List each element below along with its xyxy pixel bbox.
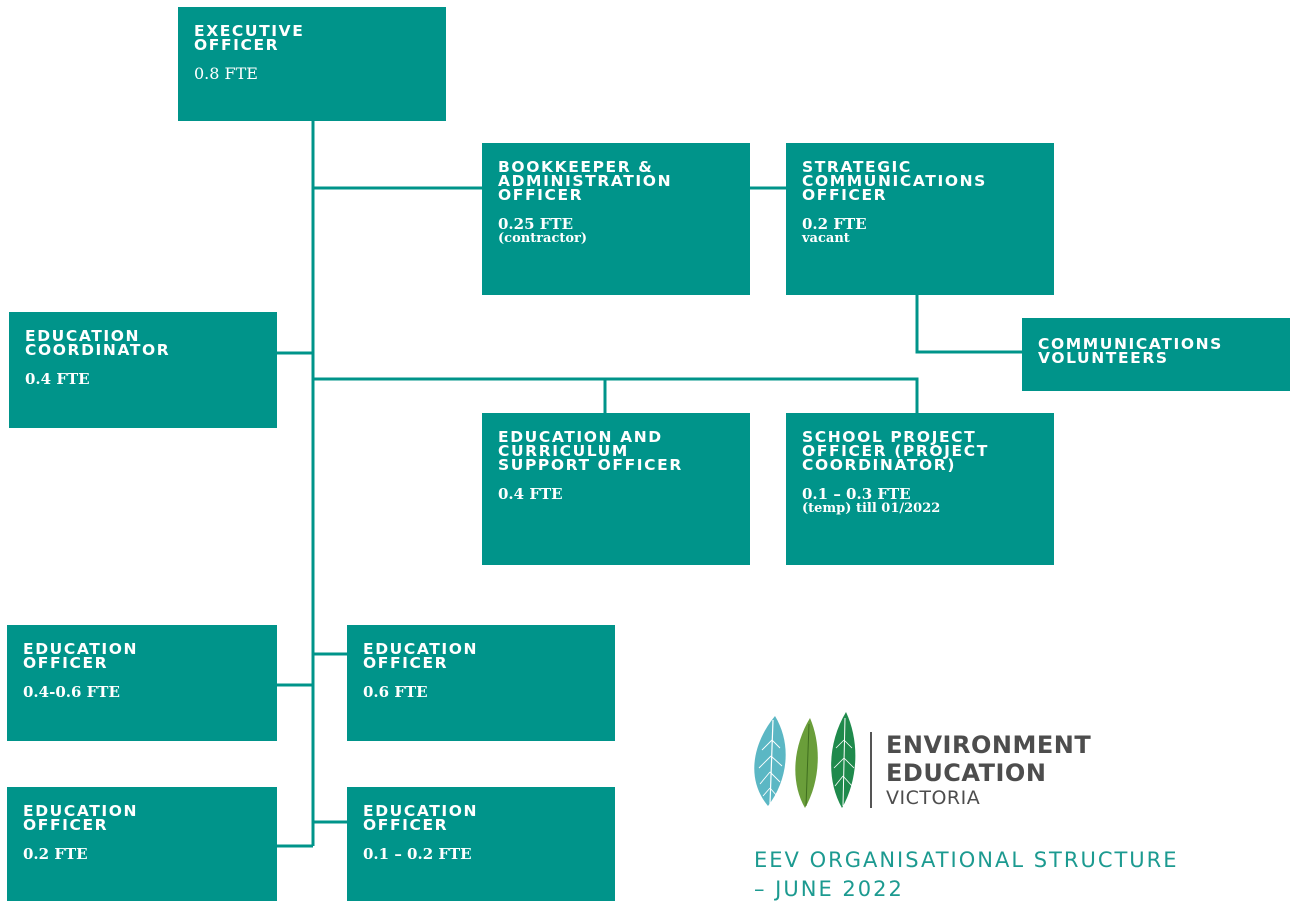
box-title: EDUCATION AND CURRICULUM SUPPORT OFFICER <box>498 428 683 474</box>
executive-officer-box: EXECUTIVE OFFICER 0.8 FTE <box>178 7 446 121</box>
box-note: (contractor) <box>498 231 588 246</box>
green-leaf-icon <box>795 718 818 808</box>
curriculum-support-box: EDUCATION AND CURRICULUM SUPPORT OFFICER… <box>482 413 750 565</box>
box-fte: 0.6 FTE <box>363 683 428 701</box>
box-note: vacant <box>802 231 850 246</box>
box-fte: 0.1 – 0.2 FTE <box>363 845 472 863</box>
box-fte: 0.4-0.6 FTE <box>23 683 120 701</box>
box-fte: 0.2 FTE <box>802 215 867 233</box>
connector-strategic-volunteers <box>915 295 1022 354</box>
bookkeeper-box: BOOKKEEPER & ADMINISTRATION OFFICER 0.25… <box>482 143 750 295</box>
box-fte: 0.2 FTE <box>23 845 88 863</box>
school-project-box: SCHOOL PROJECT OFFICER (PROJECT COORDINA… <box>786 413 1054 565</box>
box-title: COMMUNICATIONS VOLUNTEERS <box>1038 335 1223 367</box>
box-title: EDUCATION OFFICER <box>23 802 139 834</box>
comms-volunteers-box: COMMUNICATIONS VOLUNTEERS <box>1022 318 1290 391</box>
blue-leaf-icon <box>754 716 786 806</box>
dark-green-leaf-icon <box>831 712 856 808</box>
box-fte: 0.1 – 0.3 FTE <box>802 485 911 503</box>
box-fte: 0.4 FTE <box>25 370 90 388</box>
chart-caption: EEV ORGANISATIONAL STRUCTURE – JUNE 2022 <box>754 848 1179 901</box>
logo-line-environment: ENVIRONMENT <box>886 731 1092 759</box>
edu-officer-4-box: EDUCATION OFFICER 0.1 – 0.2 FTE <box>347 787 615 901</box>
strategic-comms-box: STRATEGIC COMMUNICATIONS OFFICER 0.2 FTE… <box>786 143 1054 295</box>
edu-officer-3-box: EDUCATION OFFICER 0.2 FTE <box>7 787 277 901</box>
logo-divider <box>870 732 872 808</box>
box-title: EDUCATION OFFICER <box>363 640 479 672</box>
connector-education-branch <box>313 377 919 413</box>
box-title: SCHOOL PROJECT OFFICER (PROJECT COORDINA… <box>802 428 989 474</box>
box-title: EDUCATION OFFICER <box>23 640 139 672</box>
box-note: (temp) till 01/2022 <box>802 501 941 516</box>
box-title: EDUCATION OFFICER <box>363 802 479 834</box>
box-fte: 0.8 FTE <box>194 64 258 83</box>
education-coordinator-box: EDUCATION COORDINATOR 0.4 FTE <box>9 312 277 428</box>
box-fte: 0.25 FTE <box>498 215 573 233</box>
box-title: BOOKKEEPER & ADMINISTRATION OFFICER <box>498 158 673 204</box>
box-title: STRATEGIC COMMUNICATIONS OFFICER <box>802 158 987 204</box>
edu-officer-1-box: EDUCATION OFFICER 0.4-0.6 FTE <box>7 625 277 741</box>
leaves-icon <box>754 712 856 808</box>
box-title: EDUCATION COORDINATOR <box>25 327 171 359</box>
edu-officer-2-box: EDUCATION OFFICER 0.6 FTE <box>347 625 615 741</box>
box-fte: 0.4 FTE <box>498 485 563 503</box>
logo-line-education: EDUCATION <box>886 759 1047 787</box>
logo-line-victoria: VICTORIA <box>886 787 981 809</box>
eev-logo: ENVIRONMENT EDUCATION VICTORIA <box>748 710 1108 810</box>
box-title: EXECUTIVE OFFICER <box>194 22 305 54</box>
